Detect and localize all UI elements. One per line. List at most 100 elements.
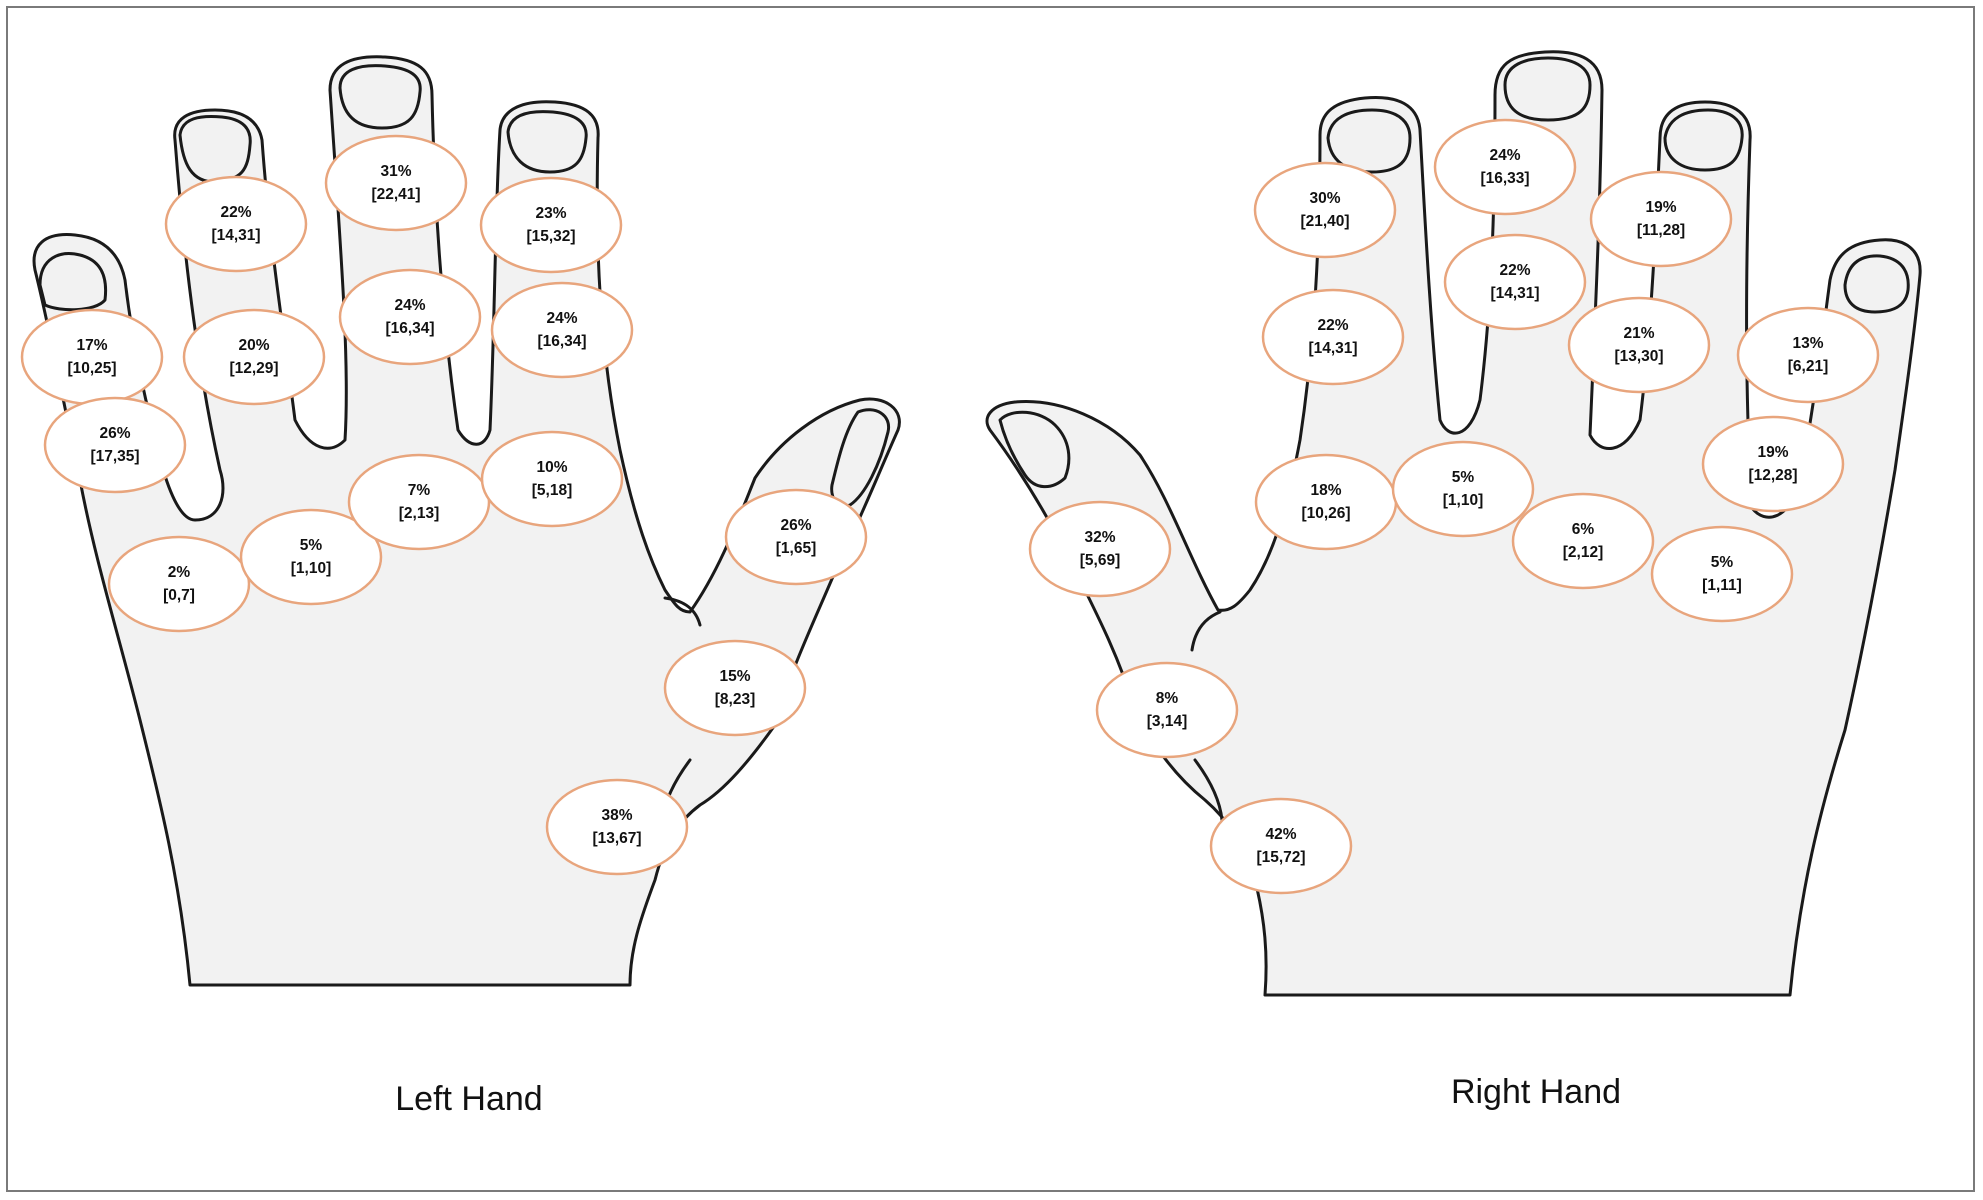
joint-ci: [10,25] — [67, 360, 116, 377]
joint-percent: 17% — [76, 337, 107, 354]
joint-ci: [1,65] — [776, 540, 817, 557]
right-joint-index-pip: 22% [14,31] — [1261, 288, 1405, 386]
joint-percent: 24% — [1489, 147, 1520, 164]
right-joint-little-mcp: 5% [1,11] — [1650, 525, 1794, 623]
right-hand-label: Right Hand — [1451, 1073, 1621, 1111]
joint-percent: 5% — [300, 537, 323, 554]
joint-ci: [14,31] — [1308, 340, 1357, 357]
right-joint-little-pip: 19% [12,28] — [1701, 415, 1845, 513]
joint-percent: 26% — [99, 425, 130, 442]
left-joint-ring-mcp: 5% [1,10] — [239, 508, 383, 606]
joint-percent: 22% — [220, 204, 251, 221]
joint-percent: 18% — [1310, 482, 1341, 499]
joint-ci: [16,34] — [385, 320, 434, 337]
left-joint-ring-pip: 20% [12,29] — [182, 308, 326, 406]
joint-ci: [12,28] — [1748, 467, 1797, 484]
right-joint-ring-dip: 19% [11,28] — [1589, 170, 1733, 268]
joint-ci: [10,26] — [1301, 505, 1350, 522]
joint-percent: 5% — [1452, 469, 1475, 486]
left-joint-labels: 17% [10,25] 26% [17,35] 2% [0,7] 22% [14,31]… — [20, 134, 868, 876]
left-joint-middle-pip: 24% [16,34] — [338, 268, 482, 366]
joint-ci: [2,12] — [1563, 544, 1604, 561]
right-middle-nail — [1503, 56, 1592, 122]
joint-ci: [0,7] — [163, 587, 195, 604]
joint-ci: [21,40] — [1300, 213, 1349, 230]
left-joint-thumb-mcp: 15% [8,23] — [663, 639, 807, 737]
joint-percent: 13% — [1792, 335, 1823, 352]
left-thumb-nail — [830, 408, 891, 508]
left-joint-little-mcp: 2% [0,7] — [107, 535, 251, 633]
joint-ci: [1,11] — [1702, 577, 1742, 594]
left-hand-label: Left Hand — [395, 1080, 542, 1118]
joint-percent: 19% — [1757, 444, 1788, 461]
right-joint-thumb-cmc: 42% [15,72] — [1209, 797, 1353, 895]
joint-ci: [13,67] — [592, 830, 641, 847]
joint-percent: 24% — [546, 310, 577, 327]
left-little-nail — [38, 252, 108, 312]
left-middle-nail — [338, 64, 422, 130]
right-joint-index-mcp: 18% [10,26] — [1254, 453, 1398, 551]
joint-ci: [15,32] — [526, 228, 575, 245]
joint-ci: [5,69] — [1080, 552, 1121, 569]
joint-percent: 6% — [1572, 521, 1595, 538]
right-little-nail — [1843, 254, 1910, 314]
joint-ci: [8,23] — [715, 691, 756, 708]
joint-percent: 19% — [1645, 199, 1676, 216]
left-joint-index-pip: 24%[16,34] — [490, 281, 634, 379]
joint-percent: 20% — [238, 337, 269, 354]
joint-percent: 2% — [168, 564, 191, 581]
joint-ci: [14,31] — [211, 227, 260, 244]
joint-percent: 10% — [536, 459, 567, 476]
right-ring-nail — [1663, 108, 1744, 172]
joint-percent: 24% — [394, 297, 425, 314]
joint-ci: [1,10] — [291, 560, 332, 577]
right-joint-thumb-ip: 32% [5,69] — [1028, 500, 1172, 598]
joint-ci: [22,41] — [371, 186, 420, 203]
right-joint-labels: 30%[21,40] 22% [14,31] 18% [10,26] 24% [16,… — [1028, 118, 1880, 895]
joint-ci: [6,21] — [1788, 358, 1829, 375]
joint-percent: 21% — [1623, 325, 1654, 342]
joint-ci: [17,35] — [90, 448, 139, 465]
left-joint-little-pip: 26% [17,35] — [43, 396, 187, 494]
joint-percent: 22% — [1499, 262, 1530, 279]
right-thumb-crease — [1190, 610, 1222, 652]
joint-percent: 38% — [601, 807, 632, 824]
joint-percent: 22% — [1317, 317, 1348, 334]
right-joint-index-dip: 30%[21,40] — [1253, 161, 1397, 259]
right-joint-ring-mcp: 6% [2,12] — [1511, 492, 1655, 590]
joint-ci: [15,72] — [1256, 849, 1305, 866]
right-joint-ring-pip: 21%[13,30] — [1567, 296, 1711, 394]
left-joint-little-tip: 17% [10,25] — [20, 308, 164, 406]
joint-ci: [11,28] — [1637, 222, 1685, 239]
joint-percent: 31% — [380, 163, 411, 180]
joint-ci: [2,13] — [399, 505, 440, 522]
left-joint-ring-dip: 22% [14,31] — [164, 175, 308, 273]
joint-ci: [12,29] — [229, 360, 278, 377]
left-ring-nail — [178, 115, 252, 184]
left-joint-index-dip: 23% [15,32] — [479, 176, 623, 274]
left-joint-middle-dip: 31% [22,41] — [324, 134, 468, 232]
left-joint-middle-mcp: 7% [2,13] — [347, 453, 491, 551]
joint-percent: 32% — [1084, 529, 1115, 546]
joint-ci: [1,10] — [1443, 492, 1484, 509]
joint-ci: [14,31] — [1490, 285, 1539, 302]
right-joint-middle-dip: 24% [16,33] — [1433, 118, 1577, 216]
joint-percent: 15% — [719, 668, 750, 685]
left-joint-thumb-ip: 26%[1,65] — [724, 488, 868, 586]
joint-ci: [16,33] — [1480, 170, 1529, 187]
left-thumb-crease — [663, 596, 702, 627]
joint-percent: 42% — [1265, 826, 1296, 843]
joint-ci: [5,18] — [532, 482, 573, 499]
joint-percent: 7% — [408, 482, 431, 499]
joint-percent: 23% — [535, 205, 566, 222]
right-palm-crease — [1193, 758, 1224, 822]
right-joint-middle-pip: 22% [14,31] — [1443, 233, 1587, 331]
left-joint-thumb-cmc: 38% [13,67] — [545, 778, 689, 876]
left-index-nail — [506, 110, 588, 174]
right-joint-little-tip: 13% [6,21] — [1736, 306, 1880, 404]
joint-percent: 8% — [1156, 690, 1179, 707]
joint-percent: 5% — [1711, 554, 1734, 571]
right-joint-thumb-mcp: 8% [3,14] — [1095, 661, 1239, 759]
joint-ci: [3,14] — [1147, 713, 1188, 730]
